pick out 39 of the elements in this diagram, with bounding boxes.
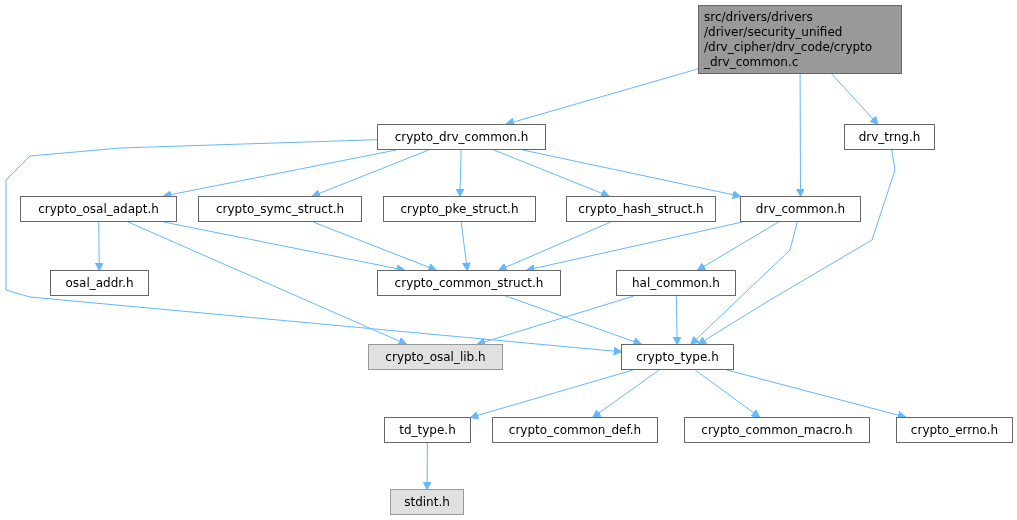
file-box: src/drivers/drivers /driver/security_unified /drv_cipher/drv_code/crypto _drv_common.c	[698, 5, 902, 74]
arrow	[493, 149, 610, 198]
arrow	[460, 221, 471, 272]
arrow	[455, 149, 465, 198]
arrow	[312, 221, 437, 272]
arrow	[127, 221, 408, 346]
arrow	[498, 221, 612, 272]
file-box: crypto_drv_common.h	[377, 124, 546, 150]
file-box: osal_addr.h	[50, 270, 149, 296]
arrow	[694, 369, 761, 418]
file-box: drv_common.h	[740, 196, 861, 222]
arrow	[696, 221, 780, 271]
file-box: crypto_errno.h	[896, 417, 1013, 443]
file-box: stdint.h	[390, 489, 464, 515]
arrow	[592, 369, 660, 418]
arrow	[690, 221, 798, 345]
arrow	[831, 73, 879, 125]
file-box: crypto_symc_struct.h	[198, 196, 362, 222]
file-box: hal_common.h	[616, 270, 736, 296]
file-box: drv_trng.h	[844, 124, 935, 150]
file-box: td_type.h	[384, 417, 471, 443]
file-box: crypto_common_def.h	[492, 417, 658, 443]
file-box: crypto_pke_struct.h	[383, 196, 536, 222]
arrow	[697, 149, 896, 345]
file-box: crypto_common_macro.h	[684, 417, 870, 443]
arrow	[311, 149, 430, 198]
file-box: crypto_common_struct.h	[377, 270, 561, 296]
arrow	[672, 295, 682, 346]
arrow	[422, 442, 432, 491]
file-box: crypto_type.h	[621, 344, 734, 370]
arrow	[5, 139, 623, 356]
file-box: crypto_hash_struct.h	[566, 196, 716, 222]
arrow	[522, 149, 742, 199]
arrow	[94, 221, 104, 272]
arrow	[469, 369, 634, 420]
file-box: crypto_osal_lib.h	[368, 344, 503, 370]
arrow	[505, 295, 643, 346]
file-box: crypto_osal_adapt.h	[20, 196, 177, 222]
arrow	[796, 73, 805, 198]
